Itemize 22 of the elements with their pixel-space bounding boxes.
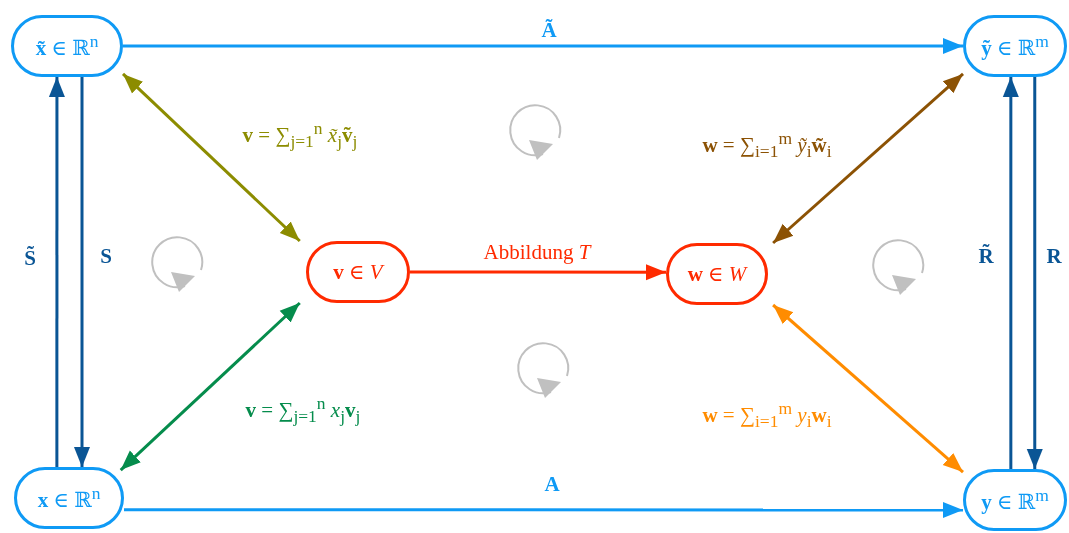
math-label: y ∈ ℝ$^{m}$	[981, 485, 1049, 515]
arrow	[123, 38, 963, 54]
arrow	[410, 264, 666, 281]
rounded-node	[963, 15, 1067, 77]
rounded-node	[666, 243, 768, 305]
arrow	[48, 77, 65, 467]
arrow	[772, 303, 964, 474]
arrow	[74, 77, 90, 467]
arrow	[1026, 77, 1043, 469]
rounded-node	[11, 15, 123, 77]
math-label: w ∈ W	[687, 261, 747, 287]
math-label: x̃ ∈ ℝ$^{n}$	[35, 31, 99, 61]
math-label: v ∈ V	[333, 259, 383, 285]
arrow	[772, 72, 964, 245]
rounded-node	[963, 469, 1067, 531]
math-label: x ∈ ℝ$^{n}$	[37, 483, 101, 513]
rounded-node	[14, 467, 124, 529]
arrow	[1002, 77, 1019, 469]
arrow	[121, 72, 301, 243]
arrow	[124, 501, 963, 518]
arrow	[119, 301, 301, 472]
math-label: ỹ ∈ ℝ$^{m}$	[981, 31, 1049, 61]
